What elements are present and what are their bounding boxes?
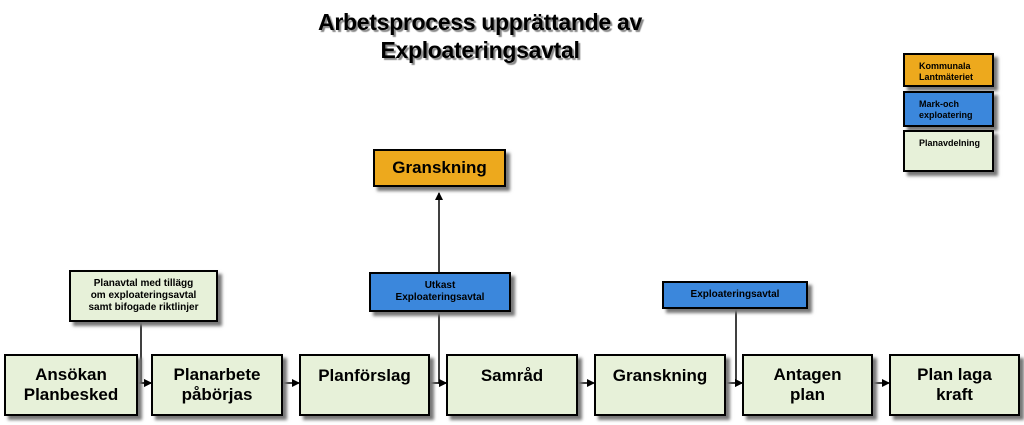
step-plan-laga-kraft: Plan laga kraft [889, 354, 1020, 416]
legend-item-lantmateriet: Kommunala Lantmäteriet [903, 53, 994, 87]
step-planarbete-paborjas: Planarbete påbörjas [151, 354, 283, 416]
step-planforslag: Planförslag [299, 354, 430, 416]
arrow-utkast-flow [438, 311, 447, 387]
utkast-exploateringsavtal-note: Utkast Exploateringsavtal [369, 272, 511, 312]
diagram-title: Arbetsprocess upprättande av Exploaterin… [260, 8, 700, 64]
legend-item-exploatering: Mark-och exploatering [903, 91, 994, 127]
title-line-2: Exploateringsavtal [380, 37, 580, 63]
title-line-1: Arbetsprocess upprättande av [318, 9, 642, 35]
planavtal-note: Planavtal med tillägg om exploateringsav… [69, 270, 218, 322]
exploateringsavtal-note: Exploateringsavtal [662, 281, 808, 309]
granskning-top-box: Granskning [373, 149, 506, 187]
arrow-exploateringsavtal-step6 [735, 309, 743, 387]
step-samrad: Samråd [446, 354, 578, 416]
step-antagen-plan: Antagen plan [742, 354, 873, 416]
arrow-planavtal-step2 [140, 322, 152, 387]
step-granskning: Granskning [594, 354, 726, 416]
step-ansokan-planbesked: Ansökan Planbesked [4, 354, 138, 416]
legend-item-planavdelning: Planavdelning [903, 130, 994, 172]
